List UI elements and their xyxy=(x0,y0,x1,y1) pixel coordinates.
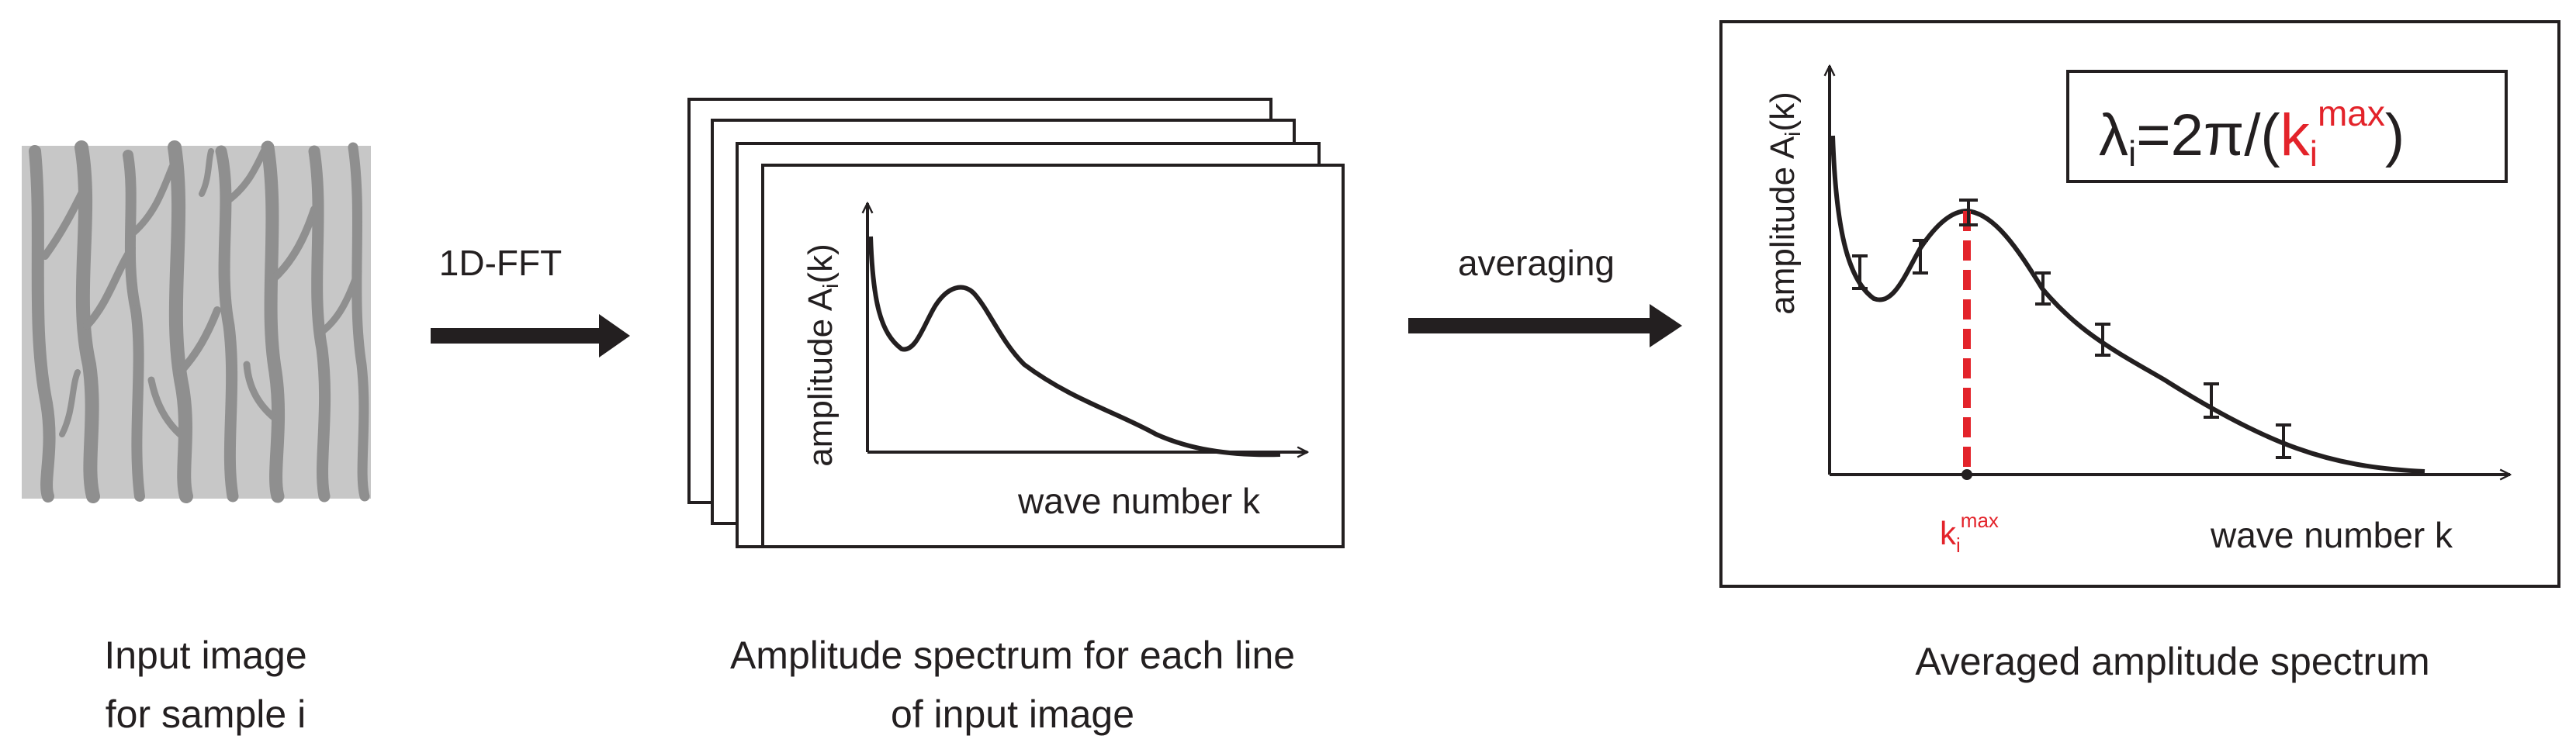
error-bar xyxy=(2035,271,2051,306)
error-bar xyxy=(2204,382,2219,419)
line-spectrum-plot xyxy=(867,203,1307,454)
line-spectrum-curve xyxy=(868,236,1281,458)
fft-arrow-label: 1D-FFT xyxy=(439,243,562,283)
error-bar xyxy=(2095,323,2110,357)
averaging-arrow-label: averaging xyxy=(1458,243,1615,283)
averaged-spectrum-curve xyxy=(1830,135,2425,474)
averaged-spectrum-caption: Averaged amplitude spectrum xyxy=(1915,640,2429,683)
fft-arrow xyxy=(431,314,630,358)
input-image xyxy=(22,140,371,503)
line-spectrum-y-label: amplitude Ai(k) xyxy=(802,244,843,466)
averaged-y-label: amplitude Ai(k) xyxy=(1764,92,1805,314)
error-bar xyxy=(1852,254,1868,290)
formula-box xyxy=(2066,70,2508,183)
kmax-point xyxy=(1961,469,1972,480)
averaging-arrow xyxy=(1408,304,1682,347)
averaged-spectrum-plot xyxy=(1830,66,2510,480)
error-bars xyxy=(1852,199,2291,459)
error-bar xyxy=(2276,423,2291,459)
spectrum-caption-line2: of input image xyxy=(891,693,1134,736)
averaged-x-label: wave number k xyxy=(2210,515,2453,555)
wavelength-formula: λi=2π/(kimax) xyxy=(2099,93,2405,174)
input-image-texture xyxy=(29,140,370,503)
error-bar xyxy=(1913,239,1928,275)
input-image-caption-line1: Input image xyxy=(104,634,306,677)
spectrum-card-front xyxy=(761,164,1345,548)
spectrum-caption-line1: Amplitude spectrum for each line xyxy=(730,634,1295,677)
kmax-label: kimax xyxy=(1940,509,1999,557)
input-image-caption-line2: for sample i xyxy=(106,693,306,736)
spectrum-stack xyxy=(687,98,1345,548)
error-bar xyxy=(1959,199,1978,226)
line-spectrum-x-label: wave number k xyxy=(1017,481,1261,521)
